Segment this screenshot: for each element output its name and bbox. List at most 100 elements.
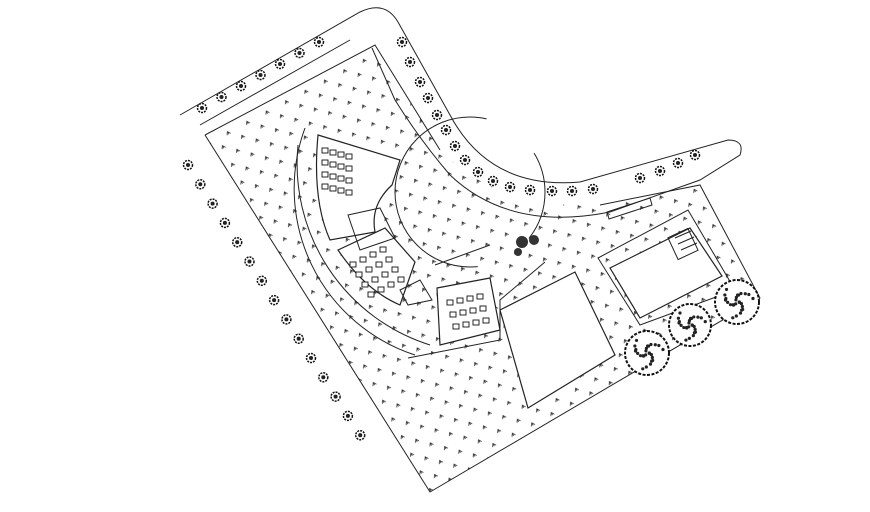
desk-icon xyxy=(456,297,464,304)
desk-icon xyxy=(469,307,477,314)
tree-texture xyxy=(684,325,688,330)
desk-icon xyxy=(375,261,383,268)
shrub-core xyxy=(222,220,227,225)
desk-icon xyxy=(369,251,377,258)
large-tree-icon xyxy=(714,279,760,325)
tree-texture xyxy=(723,293,727,297)
shrub-core xyxy=(475,169,481,175)
desk-icon xyxy=(355,271,363,278)
shrub-core xyxy=(247,259,252,264)
desk-icon xyxy=(359,256,367,263)
desk-icon xyxy=(379,246,387,253)
shrub-icon xyxy=(281,314,292,325)
shrub-core xyxy=(185,162,191,168)
tree-texture xyxy=(692,315,696,319)
shrub-core xyxy=(321,375,326,380)
shrub-icon xyxy=(524,184,536,196)
shrub-core xyxy=(284,317,289,322)
tree-texture xyxy=(740,304,744,309)
tree-texture xyxy=(692,331,697,335)
shrub-icon xyxy=(431,109,443,121)
tree-texture xyxy=(747,292,751,297)
shrub-icon xyxy=(422,92,434,104)
desk-icon xyxy=(345,177,353,184)
desk-icon xyxy=(361,281,369,288)
shrub-icon xyxy=(294,47,305,59)
desk-icon xyxy=(329,173,337,180)
shrub-core xyxy=(297,50,302,56)
tree-texture xyxy=(739,291,743,296)
shrub-core xyxy=(637,175,643,181)
courtyard xyxy=(394,116,546,268)
entrance-tree-cluster xyxy=(514,235,539,256)
desk-icon xyxy=(321,183,329,190)
large-tree-icon xyxy=(668,303,712,347)
shrub-core xyxy=(407,59,413,65)
shrub-icon xyxy=(256,275,268,287)
tree-texture xyxy=(738,311,743,315)
shrub-icon xyxy=(216,91,227,103)
shrub-icon xyxy=(566,185,578,197)
shrub-core xyxy=(235,240,240,245)
shrub-core xyxy=(675,160,681,166)
shrub-icon xyxy=(440,124,452,136)
shrub-icon xyxy=(459,154,471,166)
desk-icon xyxy=(397,276,405,283)
tree-texture xyxy=(687,321,691,325)
tree-texture xyxy=(650,359,654,363)
shrub-icon xyxy=(404,56,416,68)
shrub-icon xyxy=(472,166,484,178)
desk-icon xyxy=(446,299,454,306)
desk-icon xyxy=(387,281,395,288)
tree-texture xyxy=(641,367,645,371)
tree-texture xyxy=(737,300,741,304)
shrub-icon xyxy=(654,165,666,177)
tree-texture xyxy=(728,303,733,307)
shrub-core xyxy=(199,105,205,111)
tree-texture xyxy=(731,316,735,320)
desk-icon xyxy=(371,276,379,283)
tree-texture xyxy=(634,347,638,352)
tree-texture xyxy=(679,323,683,327)
tree-texture xyxy=(657,343,661,348)
shrub-core xyxy=(210,201,215,206)
desk-icon xyxy=(345,165,353,172)
shrub-icon xyxy=(268,294,280,306)
shrub-icon xyxy=(587,183,599,195)
tree-texture xyxy=(646,344,651,348)
tree-texture xyxy=(648,362,653,366)
desk-icon xyxy=(337,175,345,182)
shrub-core xyxy=(198,182,203,187)
tree-texture xyxy=(644,365,648,369)
shrub-icon xyxy=(231,236,243,248)
tree-texture xyxy=(734,314,738,318)
shrub-icon xyxy=(219,217,231,229)
desk-icon xyxy=(321,159,329,166)
desk-icon xyxy=(337,163,345,170)
shrub-icon xyxy=(244,256,255,267)
shrub-core xyxy=(527,187,533,193)
shrub-core xyxy=(434,112,440,118)
tree-texture xyxy=(736,293,741,297)
road xyxy=(179,7,742,220)
tree-texture xyxy=(677,319,681,324)
large-tree-icon xyxy=(624,330,670,376)
shrub-core xyxy=(692,152,698,158)
desk-icon xyxy=(321,147,329,154)
tree-texture xyxy=(751,296,755,301)
shrub-core xyxy=(259,278,264,283)
desk-icon xyxy=(365,266,373,273)
shrub-icon xyxy=(546,185,558,197)
tree-texture xyxy=(653,343,657,347)
shrub-core xyxy=(358,433,363,438)
tree-texture xyxy=(731,303,735,307)
tree-texture xyxy=(650,355,654,360)
desk-icon xyxy=(482,317,490,324)
shrub-core xyxy=(452,143,458,149)
shrub-core xyxy=(238,83,244,89)
shrub-icon xyxy=(182,159,194,171)
desk-icon xyxy=(476,293,484,300)
desk-icon xyxy=(367,291,375,298)
desk-icon xyxy=(337,151,345,158)
